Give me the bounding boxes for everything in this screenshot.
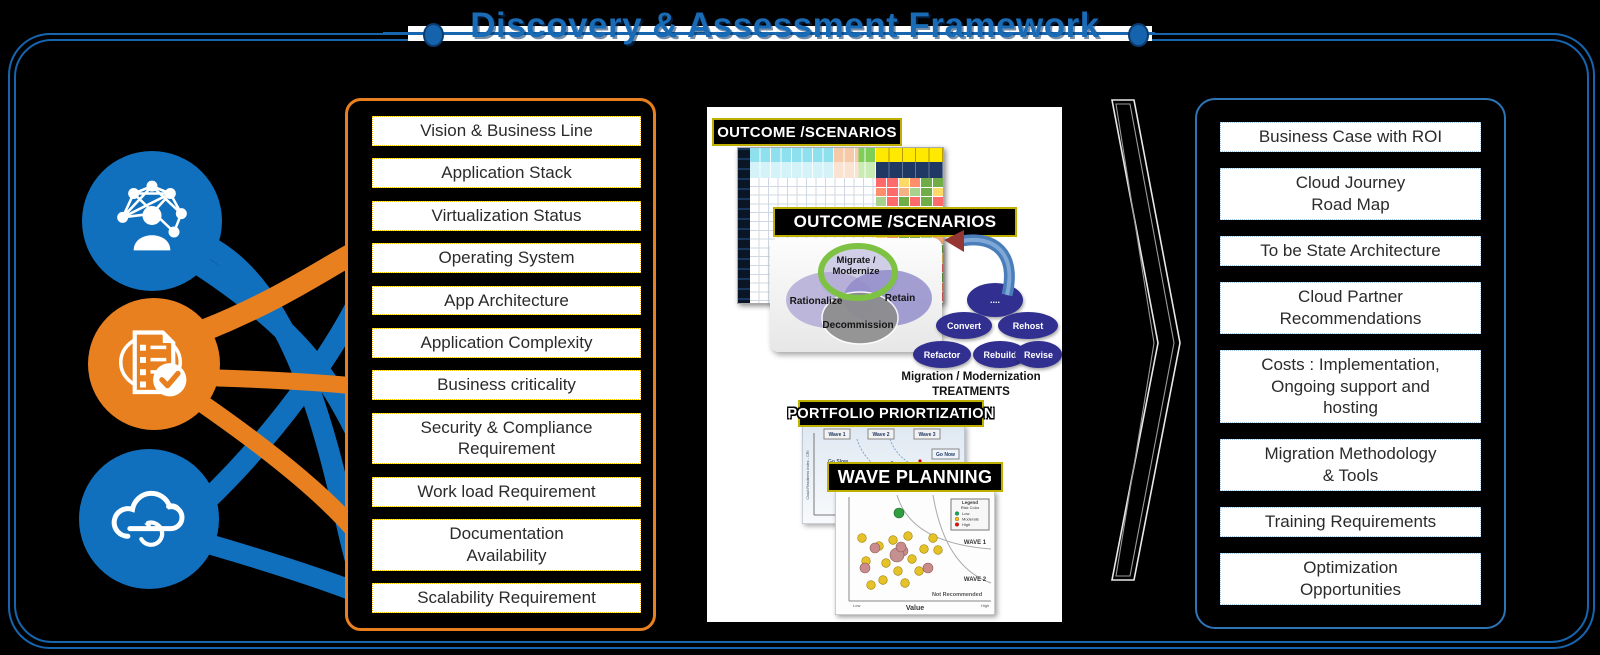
treatment-ellipse-refactor: Refactor [913,341,971,368]
venn-label-retain: Retain [884,293,916,304]
input-item-documentation-availability: Documentation Availability [372,519,641,571]
sheet-row-labels [738,148,750,303]
disposition-venn-panel: Migrate / Modernize Rationalize Retain D… [770,238,942,352]
curved-arrow [944,230,1015,297]
wave-planning-label: WAVE PLANNING [827,462,1003,492]
portfolio-wave3-box-label: Wave 3 [918,432,935,438]
output-item-cloud-partner: Cloud Partner Recommendations [1220,282,1481,334]
input-item-operating-system: Operating System [372,243,641,273]
input-item-workload-requirement: Work load Requirement [372,476,641,507]
legend-high-dot [954,522,960,527]
wave-legend-title: Legend [962,500,978,505]
sheet-header-yellow [876,148,943,162]
sheet-header-row [750,148,876,162]
legend-low-dot [954,511,960,516]
source-circle-assessment-checklist [88,298,220,430]
portfolio-wave1-box-label: Wave 1 [828,432,845,438]
portfolio-go-now-label: Go Now [936,452,955,458]
assessment-panel: OUTCOME /SCENARIOS OUTCOME /SCENARIOS Mi… [707,107,1062,622]
legend-moderate-label: Moderate [962,517,980,522]
discovery-inputs-list: Vision & Business Line Application Stack… [372,116,641,613]
wave-x-high-label: High [981,603,989,608]
discovery-inputs-container: Vision & Business Line Application Stack… [345,98,656,631]
source-circle-cloud [79,449,219,589]
checklist-icon [119,330,187,397]
output-item-costs: Costs : Implementation, Ongoing support … [1220,349,1481,424]
title-rule-line [383,32,1155,35]
not-recommended-label: Not Recommended [932,592,982,598]
venn-label-migrate-modernize: Migrate / Modernize [832,255,880,277]
treatments-caption: Migration / Modernization TREATMENTS [901,371,1041,398]
wave2-region-label: WAVE 2 [964,577,987,583]
wave-planning-chart: WAVE 1 WAVE 2 Not Recommended Legend Ris… [835,491,995,615]
outcome-scenarios-label-2: OUTCOME /SCENARIOS [773,207,1017,237]
venn-label-rationalize: Rationalize [789,296,843,307]
outputs-container: Business Case with ROI Cloud Journey Roa… [1195,98,1506,629]
sheet-subheader-row [750,162,876,178]
wave-x-axis-label: Value [906,605,924,612]
title-right-dot [1128,23,1149,47]
network-people-icon [117,180,187,251]
output-item-to-be-state: To be State Architecture [1220,235,1481,266]
title-left-dot [423,23,444,47]
treatment-ellipse-rehost: Rehost [998,312,1058,339]
legend-high-label: High [962,522,970,527]
input-item-security-compliance: Security & Compliance Requirement [372,412,641,465]
portfolio-y-axis-label: Cloud Readiness Index - CRI [806,450,810,499]
portfolio-wave2-box-label: Wave 2 [872,432,889,438]
portfolio-prioritization-label: PORTFOLIO PRIORTIZATION [787,400,994,427]
output-item-training: Training Requirements [1220,507,1481,538]
venn-ellipses [786,243,932,345]
output-item-migration-methodology: Migration Methodology & Tools [1220,439,1481,491]
treatment-ellipse-revise: Revise [1015,341,1062,368]
input-item-virtualization-status: Virtualization Status [372,200,641,231]
input-item-app-architecture: App Architecture [372,285,641,316]
cloud-sync-icon [111,490,185,547]
legend-low-label: Low [962,511,969,516]
page-title: Discovery & Assessment Framework [470,6,1100,45]
input-item-business-criticality: Business criticality [372,370,641,400]
outputs-list: Business Case with ROI Cloud Journey Roa… [1220,122,1481,605]
input-item-vision: Vision & Business Line [372,116,641,146]
outcome-scenarios-label-1: OUTCOME /SCENARIOS [712,118,902,146]
sheet-subheader-navy [876,162,943,178]
input-item-application-complexity: Application Complexity [372,327,641,358]
input-item-application-stack: Application Stack [372,158,641,189]
wave-x-low-label: Low [853,603,860,608]
venn-label-decommission: Decommission [822,320,894,331]
treatment-ellipse-convert: Convert [936,312,992,339]
input-item-scalability-requirement: Scalability Requirement [372,583,641,613]
chevron-divider [1111,99,1181,581]
output-item-cloud-journey: Cloud Journey Road Map [1220,168,1481,220]
wave1-region-label: WAVE 1 [964,540,987,546]
legend-moderate-dot [954,516,960,522]
wave-legend-subtitle: Risk Color [961,505,980,510]
output-item-optimization: Optimization Opportunities [1220,553,1481,605]
source-circle-people-network [82,151,222,291]
output-item-business-case: Business Case with ROI [1220,122,1481,152]
